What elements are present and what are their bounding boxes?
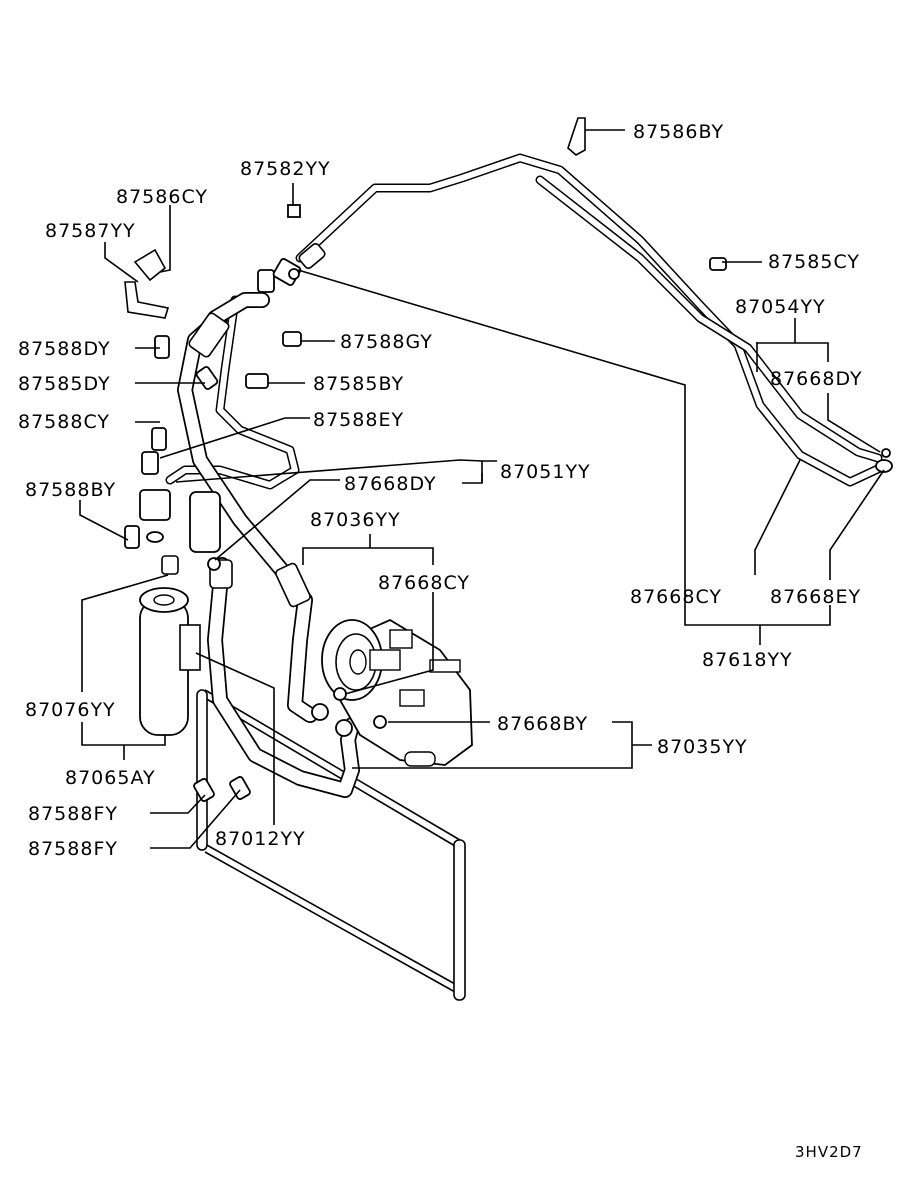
label-87051YY: 87051YY bbox=[500, 461, 591, 483]
label-87065AY: 87065AY bbox=[65, 767, 156, 789]
label-87585DY: 87585DY bbox=[18, 373, 111, 395]
suction-hose bbox=[177, 242, 329, 723]
label-87668DY-right: 87668DY bbox=[770, 368, 863, 390]
label-87588GY: 87588GY bbox=[340, 331, 433, 353]
label-87588FY-2: 87588FY bbox=[28, 838, 118, 860]
label-87588CY: 87588CY bbox=[18, 411, 110, 433]
label-87585CY: 87585CY bbox=[768, 251, 860, 273]
label-87668BY: 87668BY bbox=[497, 713, 588, 735]
label-87586CY: 87586CY bbox=[116, 186, 208, 208]
label-87588DY: 87588DY bbox=[18, 338, 111, 360]
suction-pipe bbox=[295, 153, 885, 487]
receiver-drier bbox=[139, 555, 201, 736]
label-87588BY: 87588BY bbox=[25, 479, 116, 501]
label-87054YY: 87054YY bbox=[735, 296, 826, 318]
diagram-code: 3HV2D7 bbox=[795, 1143, 863, 1161]
small-parts bbox=[124, 117, 893, 802]
label-87668CY-right: 87668CY bbox=[630, 586, 722, 608]
label-87582YY: 87582YY bbox=[240, 158, 331, 180]
part-labels: 87586BY 87582YY 87586CY 87587YY 87585CY … bbox=[18, 121, 863, 1161]
label-87036YY: 87036YY bbox=[310, 509, 401, 531]
label-87588EY: 87588EY bbox=[313, 409, 404, 431]
label-87076YY: 87076YY bbox=[25, 699, 116, 721]
label-87668EY: 87668EY bbox=[770, 586, 861, 608]
leader-lines bbox=[79, 129, 885, 849]
label-87588FY-1: 87588FY bbox=[28, 803, 118, 825]
label-87035YY: 87035YY bbox=[657, 736, 748, 758]
label-87586BY: 87586BY bbox=[633, 121, 724, 143]
liquid-pipe bbox=[165, 175, 883, 490]
label-87585BY: 87585BY bbox=[313, 373, 404, 395]
label-87618YY: 87618YY bbox=[702, 649, 793, 671]
label-87012YY: 87012YY bbox=[215, 828, 306, 850]
label-87587YY: 87587YY bbox=[45, 220, 136, 242]
label-87668CY-center: 87668CY bbox=[378, 572, 470, 594]
compressor bbox=[321, 618, 473, 767]
label-87668DY-center: 87668DY bbox=[344, 473, 437, 495]
